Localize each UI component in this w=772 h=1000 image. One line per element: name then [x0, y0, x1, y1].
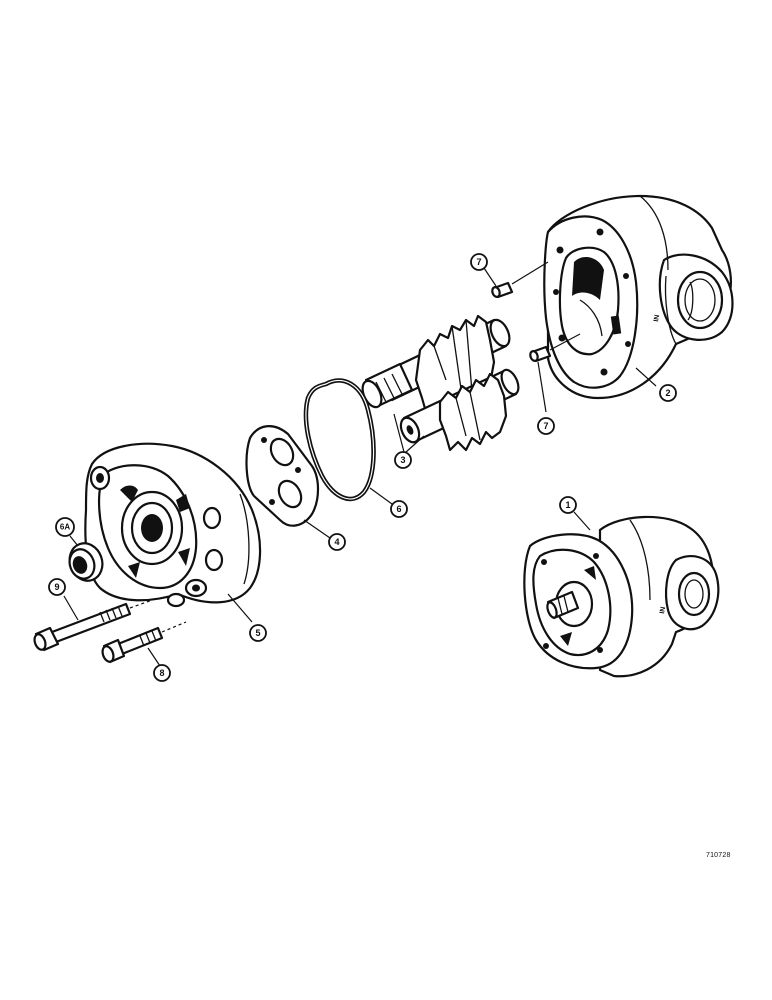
drawing-number: 710728 — [706, 852, 731, 859]
dowel-pin-lower-part-7 — [529, 333, 581, 363]
leader-part-6a — [69, 535, 79, 547]
gear-set-part-3 — [361, 314, 520, 453]
leader-part-7-upper — [483, 267, 497, 287]
svg-text:9: 9 — [54, 582, 59, 592]
leader-part-8 — [147, 647, 161, 667]
svg-text:1: 1 — [565, 500, 570, 510]
cover-flange-part-5 — [84, 442, 262, 623]
callout-2: 2 — [659, 384, 677, 402]
callout-9: 9 — [48, 578, 66, 596]
shaft-seal-part-6a — [68, 542, 104, 582]
assembled-port-marking-in: IN — [659, 606, 667, 614]
svg-text:8: 8 — [159, 668, 164, 678]
leader-part-2 — [635, 367, 657, 387]
callout-6: 6 — [390, 500, 408, 518]
pump-body-part-2: IN — [543, 194, 734, 400]
svg-text:4: 4 — [334, 537, 339, 547]
o-ring-part-6 — [303, 378, 393, 505]
assembled-pump-part-1: IN — [523, 511, 720, 678]
svg-text:3: 3 — [400, 455, 405, 465]
leader-part-9 — [63, 595, 79, 621]
callout-3: 3 — [394, 451, 412, 469]
leader-part-7-lower — [537, 361, 547, 413]
callout-8: 8 — [153, 664, 171, 682]
svg-text:2: 2 — [665, 388, 670, 398]
callout-1: 1 — [559, 496, 577, 514]
callout-7-lower: 7 — [537, 417, 555, 435]
gasket-part-4 — [245, 425, 331, 539]
callout-6a: 6A — [55, 517, 75, 537]
svg-text:5: 5 — [255, 628, 260, 638]
long-cap-screw-part-9 — [33, 597, 159, 652]
callout-4: 4 — [328, 533, 346, 551]
dowel-pin-upper-part-7 — [491, 261, 549, 299]
port-marking-in: IN — [653, 314, 661, 322]
svg-text:7: 7 — [543, 421, 548, 431]
svg-text:6A: 6A — [60, 523, 70, 532]
callout-5: 5 — [249, 624, 267, 642]
svg-text:7: 7 — [476, 257, 481, 267]
short-cap-screw-part-8 — [101, 621, 187, 664]
callout-7-upper: 7 — [470, 253, 488, 271]
svg-text:6: 6 — [396, 504, 401, 514]
